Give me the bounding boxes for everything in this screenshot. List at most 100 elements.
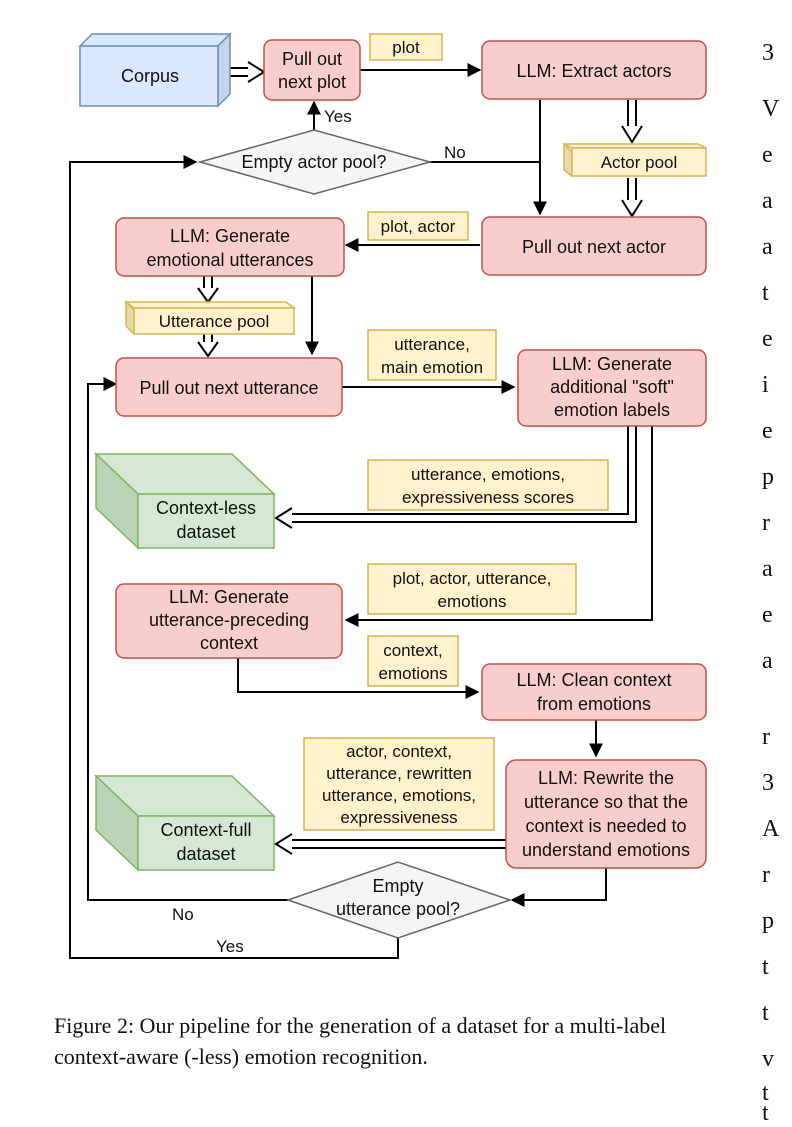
svg-text:context: context (200, 633, 258, 653)
side-letter: e (762, 326, 773, 352)
svg-text:expressiveness scores: expressiveness scores (402, 488, 574, 507)
side-letter: t (762, 954, 769, 980)
svg-text:Actor pool: Actor pool (601, 153, 678, 172)
svg-text:plot, actor, utterance,: plot, actor, utterance, (393, 569, 552, 588)
pipeline-diagram: Corpus Pull out next plot plot LLM: Extr… (69, 32, 707, 959)
empty-actor-pool-decision: Empty actor pool? (197, 129, 433, 195)
pull-plot-line-1: Pull out (282, 49, 342, 69)
svg-text:additional "soft": additional "soft" (550, 377, 674, 397)
edge-uttpool-to-pullutt (197, 332, 219, 358)
label-utterance-main-emotion: utterance, main emotion (367, 329, 497, 381)
edge-gencontext-to-clean (237, 658, 480, 699)
side-letter: t (762, 1000, 769, 1026)
svg-text:context is needed to: context is needed to (525, 816, 686, 836)
edge-corpus-to-plot (228, 61, 266, 83)
side-letter: a (762, 556, 773, 582)
edge-label-yes-bottom: Yes (216, 937, 244, 956)
side-letter: v (762, 1046, 774, 1072)
edge-label-no-bottom: No (172, 905, 194, 924)
svg-text:main emotion: main emotion (381, 358, 483, 377)
svg-text:utterance, emotions,: utterance, emotions, (411, 465, 565, 484)
corpus-label: Corpus (121, 66, 179, 86)
svg-text:actor, context,: actor, context, (346, 742, 452, 761)
side-letter: r (762, 724, 770, 750)
corpus-node: Corpus (78, 32, 232, 108)
rewrite-node: LLM: Rewrite the utterance so that the c… (505, 759, 707, 869)
svg-text:Context-less: Context-less (156, 498, 256, 518)
edge-rewrite-to-emptyutt (510, 868, 607, 907)
svg-text:LLM: Rewrite the: LLM: Rewrite the (538, 768, 674, 788)
svg-text:plot: plot (392, 38, 420, 57)
side-letter: t (762, 1080, 769, 1106)
edge-soft-to-contextless (274, 426, 637, 529)
side-letter: A (762, 816, 780, 842)
edges (69, 61, 653, 959)
svg-text:utterance, emotions,: utterance, emotions, (322, 786, 476, 805)
edge-soft-to-gencontext (344, 426, 653, 627)
svg-text:dataset: dataset (176, 844, 235, 864)
label-plot-actor: plot, actor (367, 211, 469, 241)
side-letter: t (762, 1100, 769, 1126)
svg-text:utterance pool?: utterance pool? (336, 899, 460, 919)
gen-utterances-node: LLM: Generate emotional utterances (115, 217, 345, 277)
svg-text:context,: context, (383, 641, 443, 660)
side-letter: 3 (762, 770, 774, 796)
side-letter: p (762, 464, 774, 490)
label-plot: plot (369, 33, 443, 61)
svg-text:emotions: emotions (379, 664, 448, 683)
side-letter: p (762, 908, 774, 934)
svg-text:Utterance pool: Utterance pool (159, 312, 270, 331)
edge-rewrite-to-contextfull (274, 833, 506, 855)
svg-text:utterance so that the: utterance so that the (524, 792, 688, 812)
svg-text:plot, actor: plot, actor (381, 217, 456, 236)
label-context-emotions: context, emotions (367, 635, 459, 687)
gen-context-node: LLM: Generate utterance-preceding contex… (115, 583, 343, 659)
svg-text:utterance,: utterance, (394, 335, 470, 354)
side-letter: r (762, 510, 770, 536)
side-letter: a (762, 648, 773, 674)
svg-text:Pull out next actor: Pull out next actor (522, 237, 666, 257)
figure-caption: Figure 2: Our pipeline for the generatio… (54, 1013, 667, 1069)
side-letter: t (762, 280, 769, 306)
side-letter: e (762, 602, 773, 628)
side-letter: a (762, 188, 773, 214)
svg-text:expressiveness: expressiveness (340, 808, 457, 827)
svg-text:Context-full: Context-full (160, 820, 251, 840)
svg-text:LLM: Generate: LLM: Generate (552, 354, 672, 374)
svg-text:utterance, rewritten: utterance, rewritten (326, 764, 472, 783)
actor-pool-node: Actor pool (563, 142, 707, 178)
gen-soft-labels-node: LLM: Generate additional "soft" emotion … (517, 349, 707, 427)
edge-label-no-top: No (444, 143, 466, 162)
svg-text:Empty actor pool?: Empty actor pool? (241, 152, 386, 172)
side-letter: V (762, 96, 780, 122)
edge-loop-yes (69, 155, 399, 959)
pull-utterance-node: Pull out next utterance (115, 357, 343, 417)
svg-text:emotions: emotions (438, 592, 507, 611)
svg-text:understand emotions: understand emotions (522, 840, 690, 860)
svg-text:LLM: Generate: LLM: Generate (170, 226, 290, 246)
edge-emptyutt-no (87, 377, 288, 901)
label-utt-emotions-expr: utterance, emotions, expressiveness scor… (367, 459, 609, 511)
edge-extract-to-actorpool (621, 100, 643, 144)
label-plot-actor-utterance: plot, actor, utterance, emotions (367, 563, 577, 615)
svg-text:from emotions: from emotions (537, 694, 651, 714)
edge-genutt-to-uttpool (197, 276, 219, 304)
side-letter: a (762, 234, 773, 260)
edge-label-yes-top: Yes (324, 107, 352, 126)
svg-text:emotional utterances: emotional utterances (146, 250, 313, 270)
svg-text:utterance-preceding: utterance-preceding (149, 610, 309, 630)
svg-text:Pull out next utterance: Pull out next utterance (139, 378, 318, 398)
side-letter: e (762, 142, 773, 168)
edge-actorpool-to-pullactor (621, 178, 643, 218)
extract-actors-node: LLM: Extract actors (481, 40, 707, 100)
pull-actor-node: Pull out next actor (481, 216, 707, 276)
svg-text:LLM: Clean context: LLM: Clean context (516, 670, 671, 690)
svg-text:LLM: Extract actors: LLM: Extract actors (516, 61, 671, 81)
clean-context-node: LLM: Clean context from emotions (481, 663, 707, 721)
svg-text:LLM: Generate: LLM: Generate (169, 587, 289, 607)
empty-utterance-pool-decision: Empty utterance pool? (285, 861, 513, 939)
utterance-pool-node: Utterance pool (123, 300, 297, 336)
svg-text:dataset: dataset (176, 522, 235, 542)
svg-text:Empty: Empty (372, 876, 423, 896)
context-less-dataset-node: Context-less dataset (94, 452, 276, 550)
